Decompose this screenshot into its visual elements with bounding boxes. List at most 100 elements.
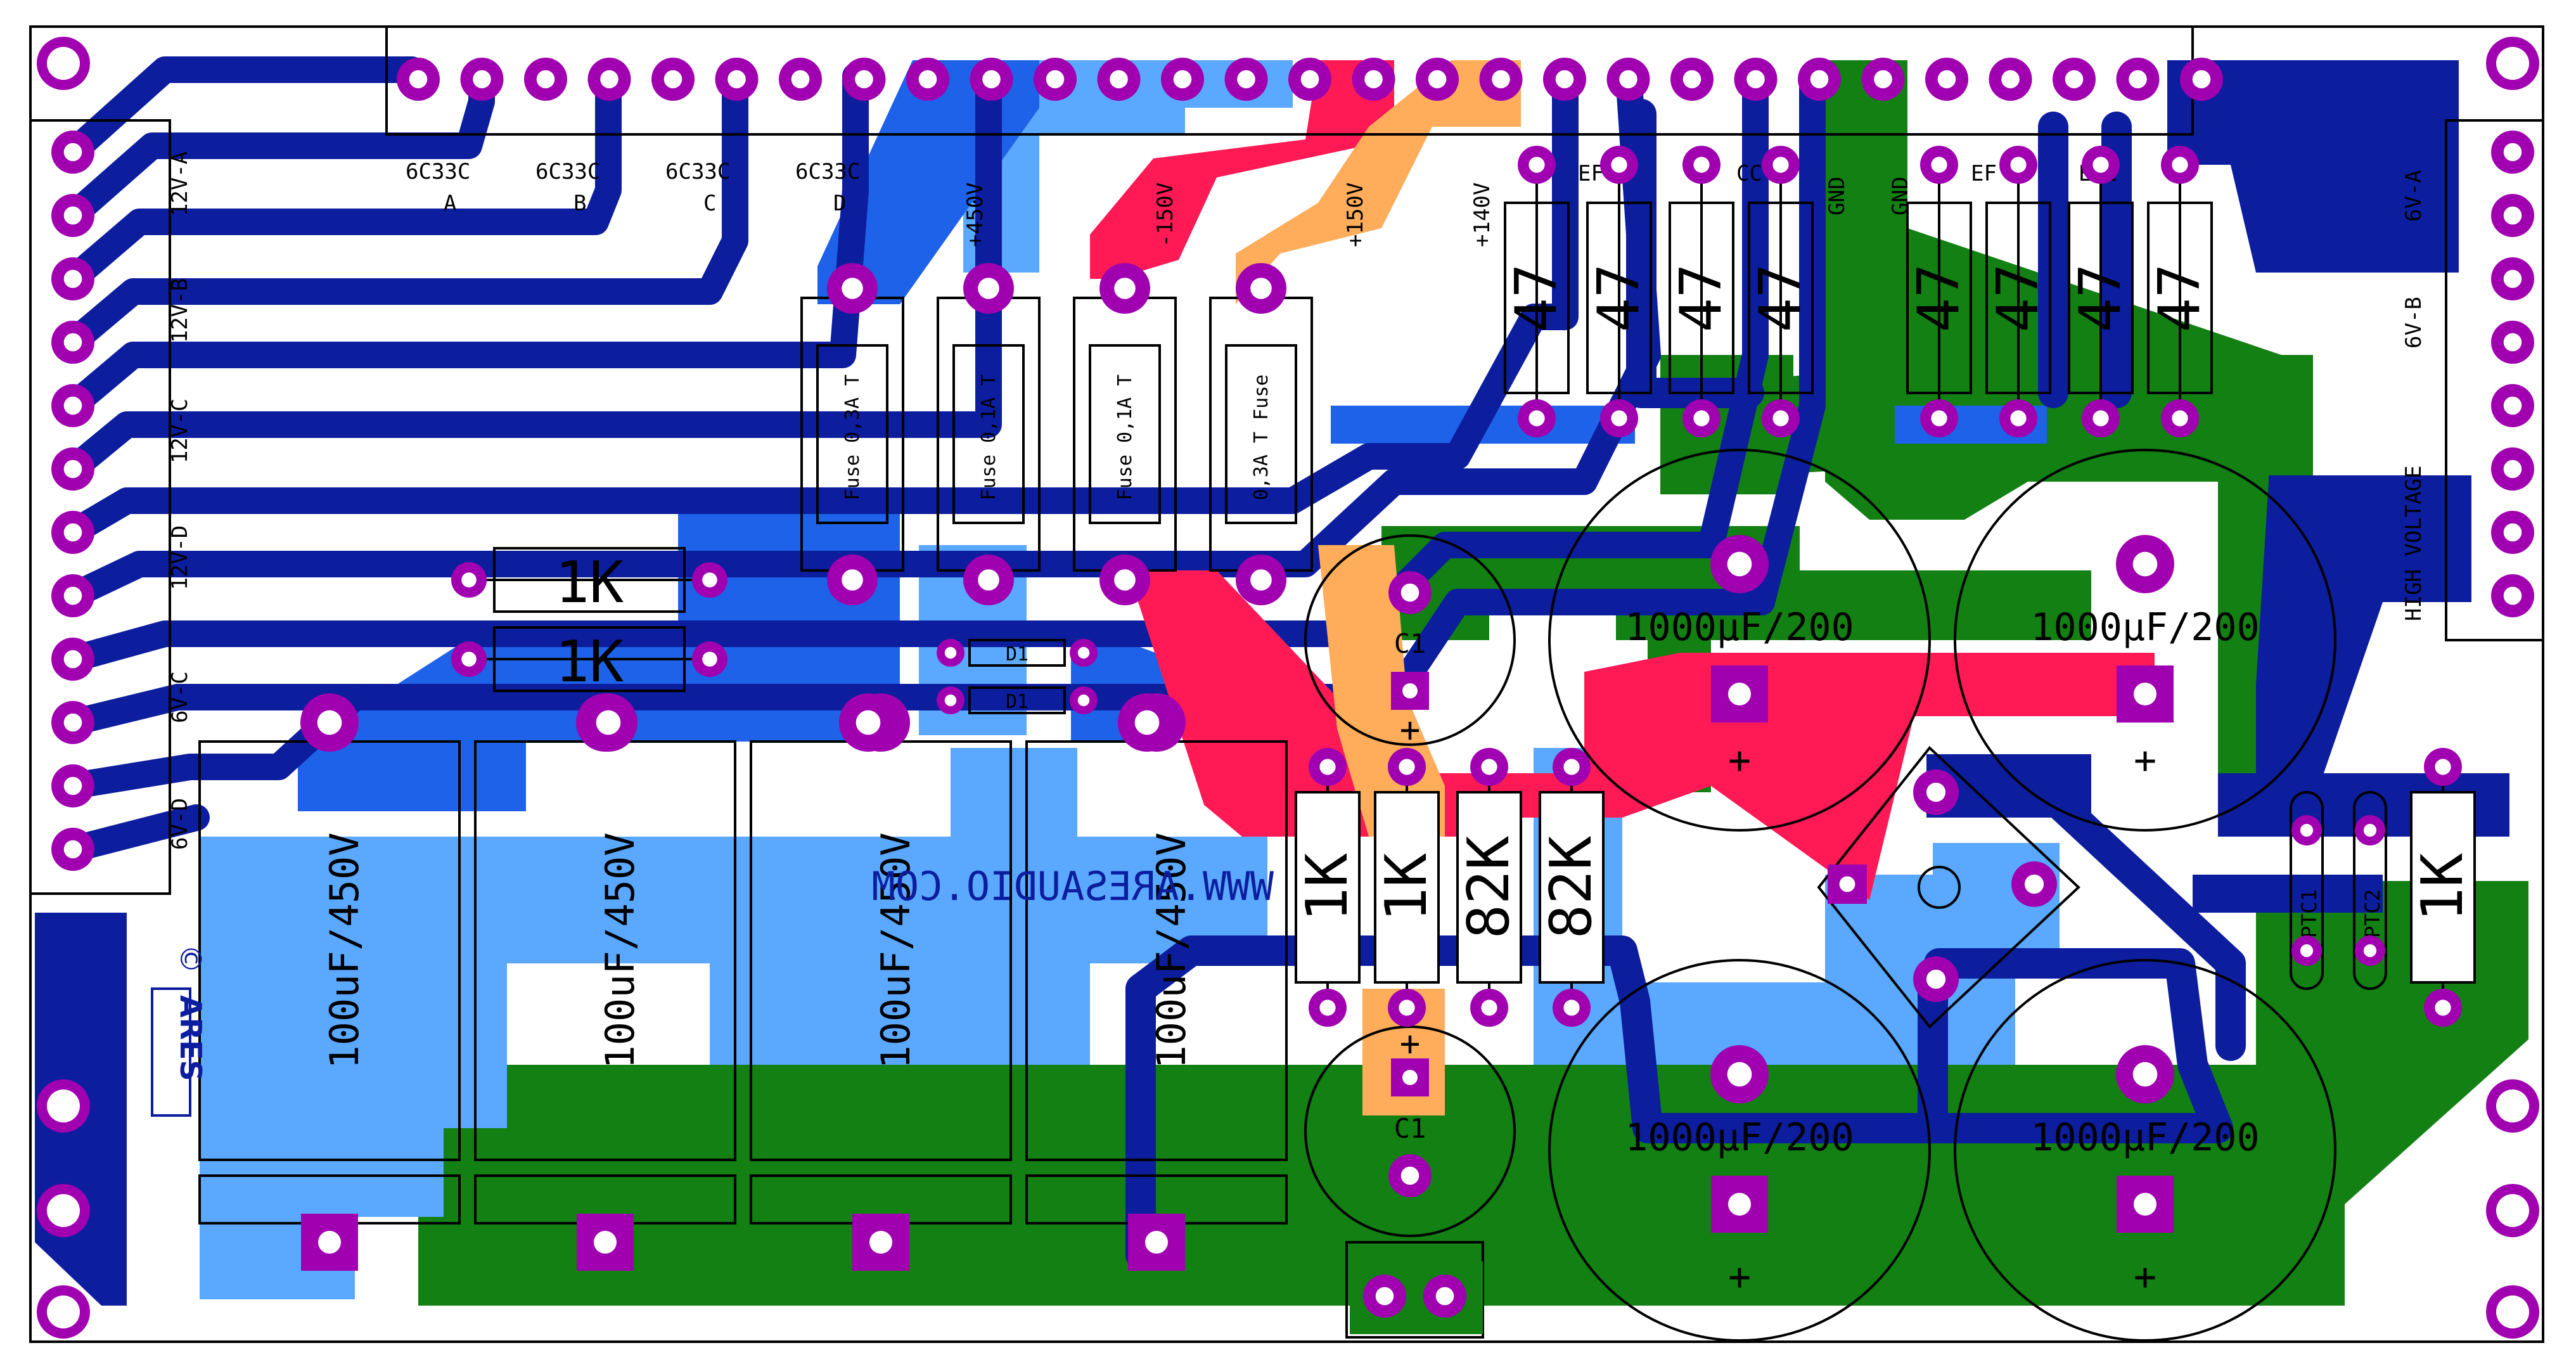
left-terminal-pad: [51, 764, 94, 807]
label-6c33c-c-type: 6C33C: [665, 159, 730, 184]
big-cap-square-pad: [2117, 1176, 2174, 1233]
big-capacitor: 1000µF/200+: [1954, 449, 2336, 832]
hv-capacitor-label: 100uF/450V: [597, 832, 643, 1069]
left-terminal-pad: [51, 194, 94, 237]
mounting-hole: [2486, 1079, 2539, 1133]
resistor-1k-right-label: 1K: [2409, 853, 2476, 922]
label-ef2: EF: [1971, 161, 1997, 186]
fuse-pad-top: [1099, 263, 1150, 314]
big-capacitor-plus: +: [2134, 1255, 2156, 1299]
label-cc1: CC: [1736, 161, 1762, 186]
resistor-pad: [451, 562, 487, 598]
ptc-pad: [2291, 935, 2322, 966]
resistor-47: 47: [1586, 146, 1652, 437]
resistor-47: 47: [2146, 146, 2213, 437]
right-terminal-pad: [2491, 257, 2534, 300]
big-cap-pad: [1710, 535, 1769, 593]
fuse-pad-bottom: [827, 555, 878, 605]
diode-pad: [1070, 686, 1098, 714]
fuse: 0,3A T Fuse: [1209, 263, 1313, 605]
header-pad: [1670, 58, 1714, 101]
big-capacitor-label: 1000µF/200: [1625, 1115, 1854, 1160]
r47-pad-top: [1762, 146, 1800, 184]
diode-pad: [937, 686, 964, 714]
header-pad: [1798, 58, 1841, 101]
mounting-holes: [37, 37, 2539, 1339]
ptc-pad: [2355, 815, 2385, 845]
header-pad: [587, 58, 631, 101]
vres-pad-top: [1470, 748, 1508, 786]
ptc-pad: [2355, 935, 2385, 966]
ptc-pad: [2291, 815, 2322, 845]
big-capacitor-plus: +: [1728, 1255, 1751, 1299]
r1k-bot-label: 1K: [555, 629, 624, 695]
left-rail-label: 12V-C: [167, 399, 193, 463]
big-cap-pad: [2116, 535, 2174, 593]
vres-pad-bottom: [1553, 989, 1591, 1027]
label-high-voltage: HIGH VOLTAGE: [2401, 465, 2426, 621]
r47-pad-top: [2161, 146, 2199, 184]
fuse-pad-top: [827, 263, 878, 314]
fuse: Fuse 0,1A T: [937, 263, 1041, 605]
header-pad: [1288, 58, 1331, 101]
right-terminal-pad: [2491, 321, 2534, 364]
ptc-1: PTC1: [2290, 791, 2324, 990]
big-cap-pad: [1710, 1045, 1769, 1103]
neg150-trace: [1090, 60, 2155, 900]
header-pad: [651, 58, 695, 101]
header-pad: [1606, 58, 1650, 101]
resistor-1k-bot: 1K: [469, 626, 710, 695]
r47-pad-bottom: [2082, 399, 2120, 437]
vertical-resistor: 82K: [1538, 748, 1605, 1027]
vertical-resistor: 82K: [1456, 748, 1522, 1027]
mounting-hole: [37, 1184, 90, 1237]
left-terminal-strip: [29, 119, 171, 895]
cap-c1-bot-label: C1: [1394, 1113, 1426, 1144]
label-6v-a: 6V-A: [2401, 170, 2426, 222]
right-rail-labels: 6V-A 6V-B HIGH VOLTAGE: [2401, 170, 2426, 621]
left-terminal-pad: [51, 574, 94, 617]
resistor-47-label: 47: [1668, 264, 1734, 332]
resistor-47: 47: [1503, 146, 1570, 437]
r47-pad-bottom: [1999, 399, 2037, 437]
cap-c1-top-label: C1: [1394, 628, 1426, 659]
resistor-47: 47: [1906, 146, 1972, 437]
right-terminal-strip: [2445, 119, 2544, 641]
r47-pad-bottom: [1682, 399, 1721, 437]
header-pad: [1224, 58, 1268, 101]
mounting-hole: [37, 1285, 90, 1339]
bridge-rectifier: [1817, 746, 2080, 1029]
brand-mark: ©: [174, 944, 208, 974]
right-terminal-pad: [2491, 574, 2534, 617]
vertical-resistor: 1K: [1373, 748, 1440, 1027]
fuse-pad-bottom: [1099, 555, 1150, 605]
label-6c33c-a-type: 6C33C: [406, 159, 470, 184]
vertical-resistor-label: 1K: [1294, 853, 1361, 922]
hv-capacitor-label: 100uF/450V: [321, 832, 368, 1069]
vres-pad-bottom: [1309, 989, 1347, 1027]
resistor-47: 47: [1747, 146, 1814, 437]
label-6c33c-d-type: 6C33C: [795, 159, 860, 184]
header-pad: [1479, 58, 1523, 101]
resistor-1k-top: 1K: [469, 547, 710, 616]
vertical-resistor: 1K: [1294, 748, 1361, 1027]
ptc-2: PTC2: [2353, 791, 2387, 990]
header-pad: [779, 58, 822, 101]
left-rail-label: 6V-C: [167, 671, 193, 723]
left-terminal-pad: [51, 701, 94, 744]
left-terminal-pad: [51, 384, 94, 427]
right-terminal-pad: [2491, 447, 2534, 491]
cap-c1-top: C1 +: [1304, 534, 1516, 750]
label-6c33c-b-sub: B: [574, 191, 586, 216]
vres-pad-top: [1309, 748, 1347, 786]
big-capacitor-label: 1000µF/200: [2030, 605, 2259, 650]
r1k-top-label: 1K: [555, 550, 624, 616]
fuse-label: Fuse 0,1A T: [978, 375, 1000, 501]
label-gnd2: GND: [1888, 177, 1913, 215]
header-pad: [397, 58, 440, 101]
ptc-2-label: PTC2: [2361, 889, 2385, 938]
vres-pad-top: [2424, 748, 2462, 786]
